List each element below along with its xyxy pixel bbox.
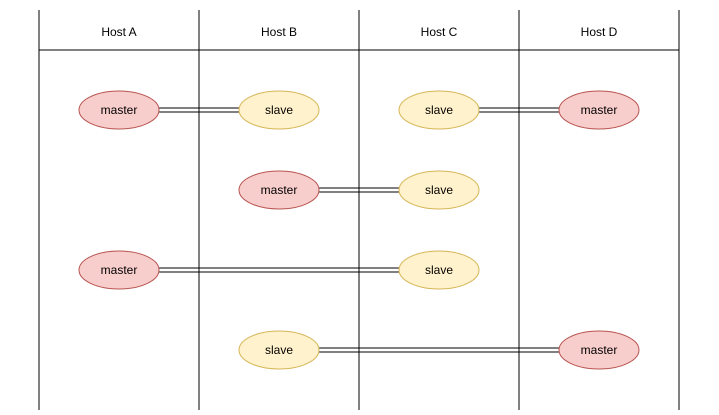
- replication-links: [159, 107, 559, 353]
- slave-label: slave: [425, 183, 453, 197]
- master-label: master: [101, 263, 138, 277]
- slave-label: slave: [425, 263, 453, 277]
- slave-node-host-c[interactable]: slave: [398, 90, 480, 130]
- host-header-a: Host A: [101, 25, 136, 39]
- slave-ellipse: [398, 90, 480, 130]
- master-node-host-b[interactable]: master: [238, 170, 320, 210]
- master-label: master: [101, 103, 138, 117]
- replication-link-row-3: [159, 267, 399, 273]
- master-ellipse: [238, 170, 320, 210]
- replication-link-row-4: [319, 347, 559, 353]
- replication-nodes: master slave slave master master slave master s…: [78, 90, 640, 370]
- master-label: master: [581, 343, 618, 357]
- swimlane-grid: [38, 10, 680, 410]
- replication-link-row-2: [319, 187, 399, 193]
- master-node-host-a[interactable]: master: [78, 250, 160, 290]
- replication-link-row-1: [479, 107, 559, 113]
- slave-node-host-b[interactable]: slave: [238, 330, 320, 370]
- slave-label: slave: [265, 103, 293, 117]
- master-ellipse: [78, 90, 160, 130]
- host-header-b: Host B: [261, 25, 297, 39]
- master-node-host-d[interactable]: master: [558, 90, 640, 130]
- master-ellipse: [78, 250, 160, 290]
- host-header-row: Host A Host B Host C Host D: [101, 25, 617, 39]
- slave-ellipse: [238, 90, 320, 130]
- slave-node-host-c[interactable]: slave: [398, 250, 480, 290]
- slave-node-host-b[interactable]: slave: [238, 90, 320, 130]
- slave-node-host-c[interactable]: slave: [398, 170, 480, 210]
- master-ellipse: [558, 90, 640, 130]
- host-header-d: Host D: [581, 25, 618, 39]
- master-node-host-d[interactable]: master: [558, 330, 640, 370]
- slave-label: slave: [265, 343, 293, 357]
- host-header-c: Host C: [421, 25, 458, 39]
- master-ellipse: [558, 330, 640, 370]
- slave-ellipse: [398, 250, 480, 290]
- slave-ellipse: [238, 330, 320, 370]
- slave-label: slave: [425, 103, 453, 117]
- master-node-host-a[interactable]: master: [78, 90, 160, 130]
- replication-link-row-0: [159, 107, 239, 113]
- slave-ellipse: [398, 170, 480, 210]
- master-label: master: [261, 183, 298, 197]
- master-label: master: [581, 103, 618, 117]
